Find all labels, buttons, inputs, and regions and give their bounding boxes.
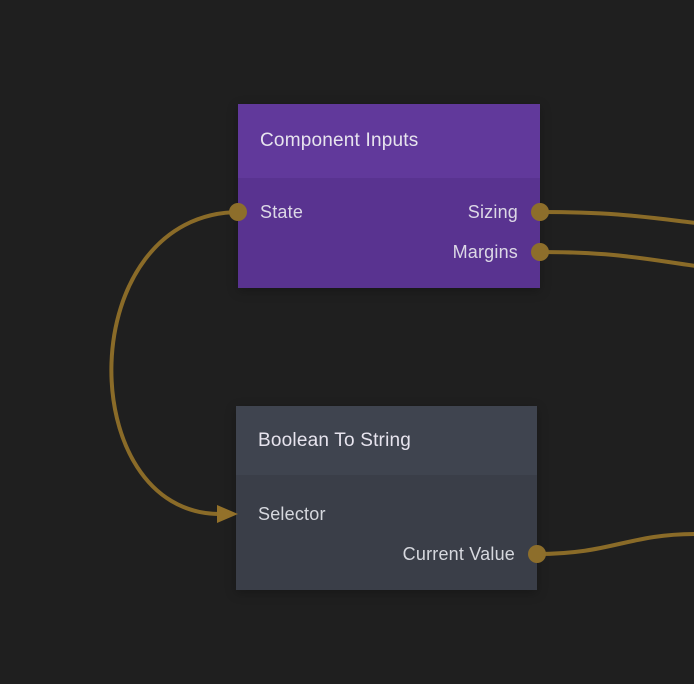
port-row: Selector	[236, 494, 537, 534]
port-margins[interactable]	[531, 243, 549, 261]
port-label-selector: Selector	[258, 503, 326, 524]
port-row: Margins	[238, 232, 540, 272]
port-label-state: State	[260, 201, 304, 222]
node-component-inputs-body: State Sizing Margins	[238, 178, 540, 272]
port-row: Current Value	[236, 534, 537, 574]
node-title: Boolean To String	[258, 429, 412, 451]
wire-sizing-offscreen[interactable]	[539, 210, 694, 225]
port-label-current-value: Current Value	[402, 543, 515, 564]
port-row: State Sizing	[238, 192, 540, 232]
port-label-margins: Margins	[452, 241, 518, 262]
port-current-value[interactable]	[528, 545, 546, 563]
port-state[interactable]	[229, 203, 247, 221]
node-boolean-to-string-body: Selector Current Value	[236, 475, 537, 574]
wire-current-value-offscreen[interactable]	[536, 532, 694, 556]
node-component-inputs[interactable]: Component Inputs State Sizing Margins	[238, 104, 540, 288]
wire-margins-offscreen[interactable]	[539, 250, 694, 268]
port-sizing[interactable]	[531, 203, 549, 221]
node-title: Component Inputs	[260, 130, 419, 151]
node-boolean-to-string-header[interactable]: Boolean To String	[236, 406, 537, 475]
node-component-inputs-header[interactable]: Component Inputs	[238, 104, 540, 178]
port-label-sizing: Sizing	[467, 201, 518, 222]
wire-state-to-selector[interactable]	[109, 210, 241, 516]
wire-arrowhead-selector	[217, 505, 238, 523]
node-boolean-to-string[interactable]: Boolean To String Selector Current Value	[236, 406, 537, 590]
